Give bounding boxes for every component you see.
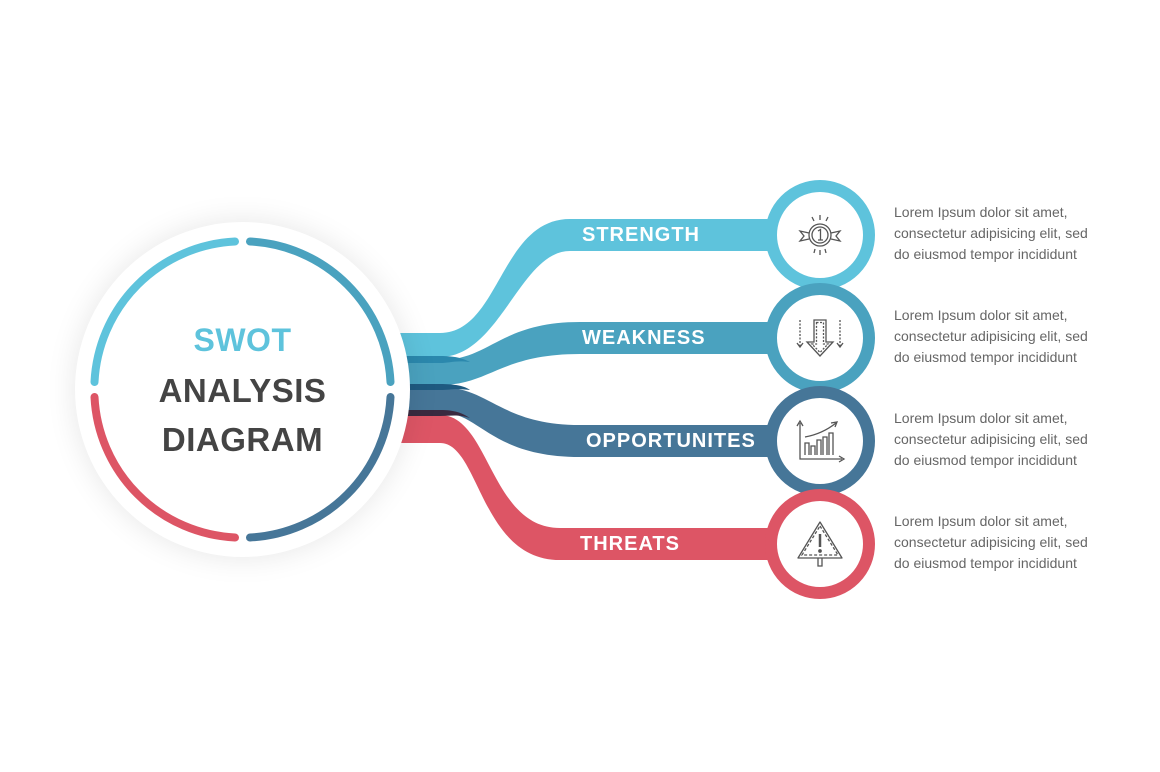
strength-description: Lorem Ipsum dolor sit amet, consectetur … — [894, 204, 1088, 262]
opportunities-description: Lorem Ipsum dolor sit amet, consectetur … — [894, 410, 1088, 468]
strength-label: STRENGTH — [582, 224, 700, 246]
opportunities-node — [765, 386, 875, 496]
threats-description: Lorem Ipsum dolor sit amet, consectetur … — [894, 513, 1088, 571]
weakness-ribbon — [400, 322, 800, 385]
weakness-description: Lorem Ipsum dolor sit amet, consectetur … — [894, 307, 1088, 365]
strength-ribbon — [400, 219, 800, 357]
warning-sign-icon — [797, 521, 843, 567]
growth-chart-icon — [796, 419, 846, 463]
weakness-label: WEAKNESS — [582, 327, 706, 349]
opportunities-ribbon — [400, 387, 800, 457]
opportunities-label: OPPORTUNITES — [586, 430, 756, 452]
weakness-node — [765, 283, 875, 393]
segmented-ring — [90, 237, 395, 542]
down-arrow-icon — [796, 319, 844, 357]
threats-label: THREATS — [580, 533, 680, 555]
threats-node — [765, 489, 875, 599]
award-medal-icon — [798, 215, 842, 255]
title-swot: SWOT — [193, 322, 292, 358]
title-analysis: ANALYSIS — [158, 372, 327, 409]
title-diagram: DIAGRAM — [161, 421, 324, 458]
main-circle — [75, 222, 410, 557]
threats-ribbon — [400, 415, 800, 560]
strength-node — [765, 180, 875, 290]
